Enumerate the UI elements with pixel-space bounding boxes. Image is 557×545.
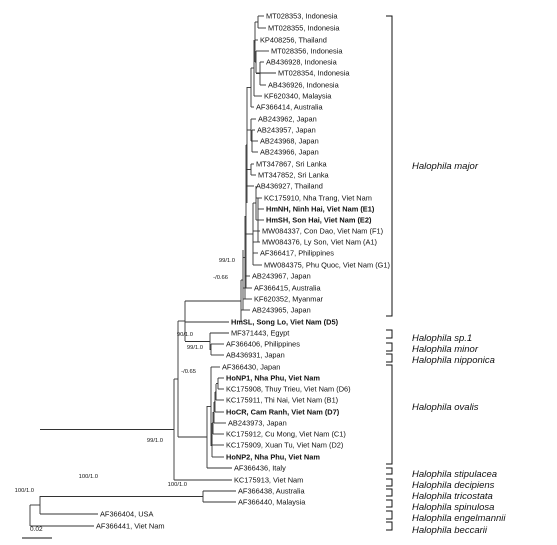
taxon-label: MF371443, Egypt — [231, 329, 289, 338]
clade-bracket — [386, 329, 393, 339]
clade-bracket — [386, 364, 393, 465]
support-value: 99/1.0 — [219, 258, 235, 264]
taxon-label: AB243968, Japan — [260, 137, 319, 146]
clade-bracket — [386, 521, 393, 531]
taxon-label: HmNH, Ninh Hai, Viet Nam (E1) — [266, 205, 375, 214]
support-value: 100/1.0 — [79, 474, 98, 480]
taxon-label: MT347867, Sri Lanka — [256, 160, 328, 169]
taxon-label: HmSH, Son Hai, Viet Nam (E2) — [266, 216, 372, 225]
taxon-label: AB243965, Japan — [252, 306, 311, 315]
clade-name: Halophila stipulacea — [412, 469, 497, 480]
clade-bracket — [386, 15, 393, 317]
clade-name: Halophila minor — [412, 344, 479, 355]
scale-bar: 0.02 — [22, 526, 52, 539]
clade-bracket — [386, 510, 393, 520]
support-value: 99/1.0 — [187, 345, 203, 351]
taxon-label: HoNP2, Nha Phu, Viet Nam — [226, 453, 320, 462]
taxon-label: AB243957, Japan — [257, 126, 316, 135]
clade-name: Halophila ovalis — [412, 402, 479, 413]
support-value: 99/1.0 — [147, 438, 163, 444]
taxon-label: AF366436, Italy — [234, 464, 286, 473]
clade-name: Halophila major — [412, 161, 479, 172]
support-value: 90/1.0 — [177, 332, 193, 338]
support-values: 99/1.0 -/0.66 90/1.0 99/1.0 -/0.65 99/1.0 100/… — [15, 258, 235, 494]
scale-bar-label: 0.02 — [30, 526, 43, 533]
clade-name: Halophila sp.1 — [412, 333, 472, 344]
support-value: -/0.66 — [213, 275, 228, 281]
taxon-label: AB436931, Japan — [226, 351, 285, 360]
taxon-label: AF366415, Australia — [254, 284, 321, 293]
taxon-label: AF366414, Australia — [256, 103, 323, 112]
taxon-label: HmSL, Song Lo, Viet Nam (D5) — [231, 318, 339, 327]
clade-bracket — [386, 488, 393, 497]
tree-branches — [29, 15, 276, 527]
taxon-label: AB243962, Japan — [258, 115, 317, 124]
taxon-label: HoCR, Cam Ranh, Viet Nam (D7) — [226, 408, 340, 417]
taxon-label: MW084337, Con Dao, Viet Nam (F1) — [262, 227, 383, 236]
taxon-label: HoNP1, Nha Phu, Viet Nam — [226, 374, 320, 383]
taxon-label: MT028355, Indonesia — [268, 24, 340, 33]
taxon-label: KC175912, Cu Mong, Viet Nam (C1) — [226, 430, 346, 439]
taxon-label: KC175913, Viet Nam — [234, 476, 303, 485]
taxon-label: AB436926, Indonesia — [268, 81, 340, 90]
taxon-label: AF366406, Philippines — [226, 340, 300, 349]
taxon-label: KC175909, Xuan Tu, Viet Nam (D2) — [226, 441, 343, 450]
clade-name: Halophila tricostata — [412, 491, 493, 502]
taxon-label: MT347852, Sri Lanka — [258, 171, 330, 180]
clade-bracket — [386, 353, 393, 363]
taxon-label: AF366441, Viet Nam — [96, 522, 164, 531]
taxon-label: AB436928, Indonesia — [266, 58, 338, 67]
taxon-label: AF366404, USA — [100, 510, 153, 519]
taxon-label: AB436927, Thailand — [256, 182, 323, 191]
taxon-label: AF366430, Japan — [222, 363, 280, 372]
taxon-label: MT028354, Indonesia — [278, 69, 350, 78]
clade-name: Halophila beccarii — [412, 525, 488, 536]
taxon-label: KC175908, Thuy Trieu, Viet Nam (D6) — [226, 385, 351, 394]
taxon-label: AB243966, Japan — [260, 148, 319, 157]
taxon-label: AF366440, Malaysia — [238, 498, 306, 507]
taxon-label: MW084376, Ly Son, Viet Nam (A1) — [262, 238, 377, 247]
taxon-label: AF366438, Australia — [238, 487, 305, 496]
taxon-label: KF620352, Myanmar — [254, 295, 324, 304]
taxon-label: AB243967, Japan — [252, 272, 311, 281]
taxon-label: KC175910, Nha Trang, Viet Nam — [264, 194, 372, 203]
taxon-label: MW084375, Phu Quoc, Viet Nam (G1) — [264, 261, 390, 270]
taxon-label: MT028353, Indonesia — [266, 12, 338, 21]
support-value: 100/1.0 — [15, 488, 34, 494]
clade-bracket — [386, 478, 393, 487]
taxon-label: KP408256, Thailand — [260, 36, 327, 45]
taxon-label: KC175911, Thi Nai, Viet Nam (B1) — [226, 396, 338, 405]
clade-brackets — [386, 15, 393, 531]
taxon-label: AF366417, Philippines — [260, 249, 334, 258]
taxon-label: AB243973, Japan — [228, 419, 287, 428]
taxon-label: KF620340, Malaysia — [264, 92, 332, 101]
clade-bracket — [386, 342, 393, 352]
support-value: 100/1.0 — [168, 482, 187, 488]
support-value: -/0.65 — [181, 369, 196, 375]
taxon-label: MT028356, Indonesia — [271, 47, 343, 56]
clade-name: Halophila nipponica — [412, 355, 495, 366]
clade-name: Halophila engelmannii — [412, 513, 506, 524]
clade-bracket — [386, 467, 393, 475]
clade-name: Halophila decipiens — [412, 480, 495, 491]
clade-bracket — [386, 499, 393, 508]
clade-name: Halophila spinulosa — [412, 502, 494, 513]
